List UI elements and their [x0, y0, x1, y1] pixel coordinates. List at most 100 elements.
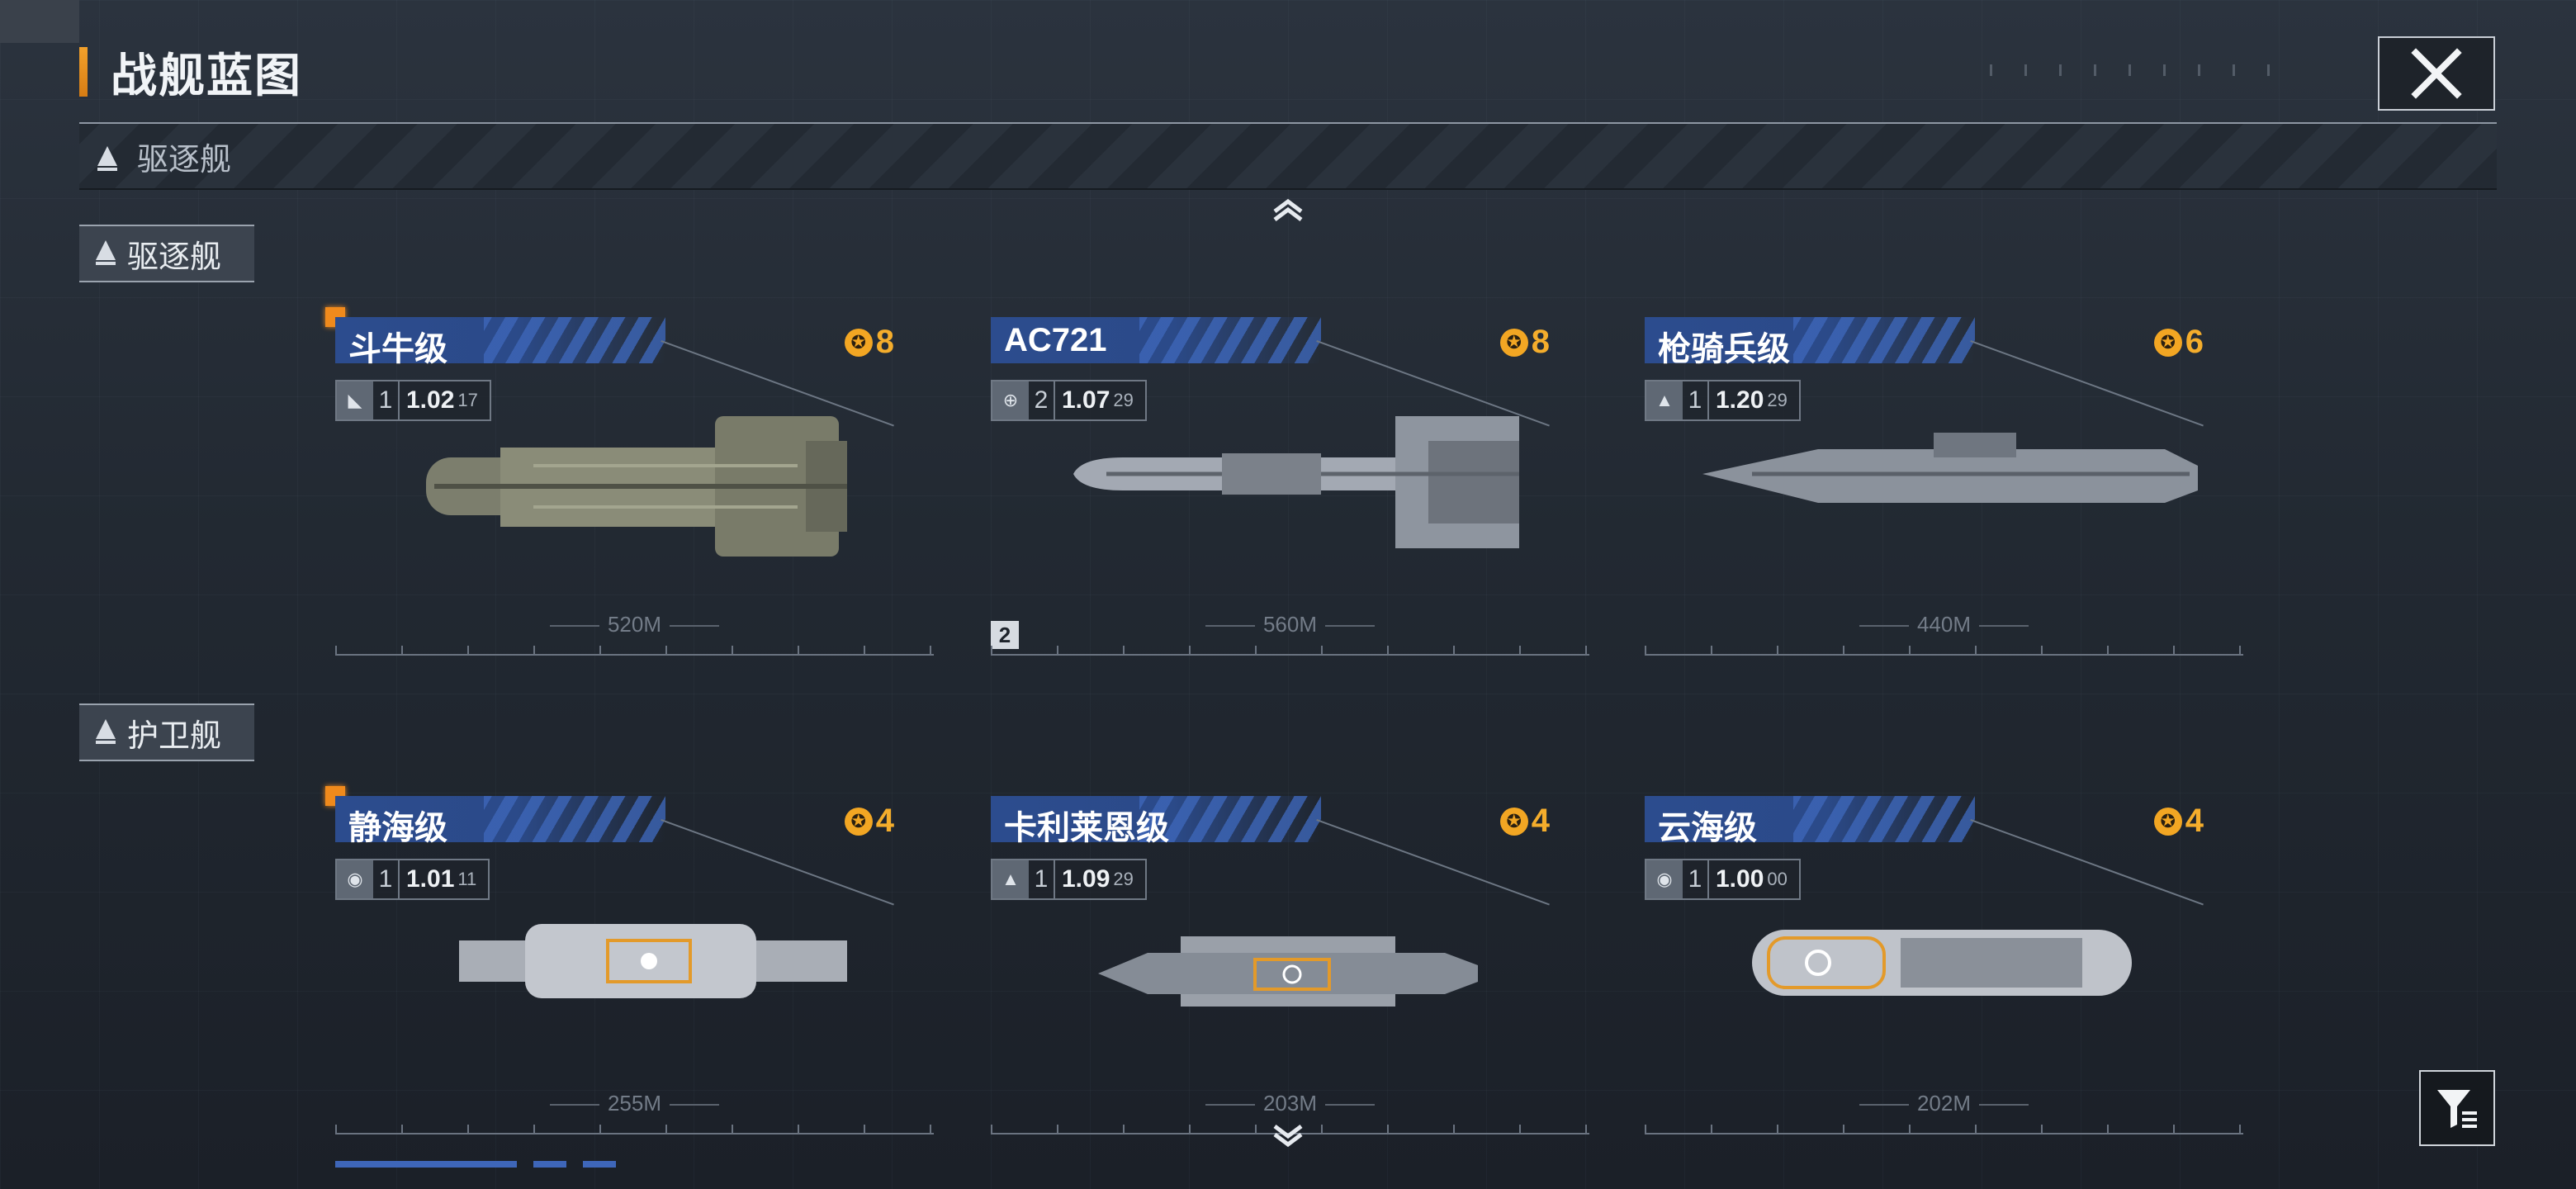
- ship-name: 云海级: [1658, 810, 1757, 846]
- ship-tier: 1: [373, 381, 400, 419]
- ship-name-bar: [1645, 317, 1975, 363]
- ship-tier: 2: [1029, 381, 1055, 419]
- version-main: 1.09: [1062, 865, 1110, 893]
- category-selector[interactable]: 驱逐舰: [79, 124, 2497, 190]
- rocket-icon: ▲: [1646, 381, 1683, 419]
- ship-image: [1702, 433, 2198, 503]
- scale-line: [1645, 636, 2243, 656]
- page-title: 战舰蓝图: [111, 49, 302, 102]
- version-main: 1.20: [1716, 386, 1764, 414]
- ship-cost: ✪ 8: [844, 324, 894, 361]
- version-sub: 29: [1113, 869, 1134, 889]
- cost-value: 6: [2185, 324, 2204, 360]
- cost-value: 4: [1531, 803, 1550, 839]
- section-header-destroyer: 驱逐舰: [79, 225, 254, 282]
- ship-length: 440M: [1645, 612, 2243, 637]
- frigate-class-icon: ◉: [1646, 860, 1683, 898]
- chevron-up-icon[interactable]: [1271, 197, 1305, 221]
- ship-cost: ✪ 8: [1499, 324, 1550, 361]
- ship-tier: 1: [1683, 381, 1709, 419]
- ship-cost: ✪ 6: [2153, 324, 2204, 361]
- ship-class-icon: [96, 719, 116, 744]
- ship-name-bar: [991, 796, 1321, 842]
- close-button[interactable]: [2378, 36, 2495, 111]
- ship-name-bar: [335, 796, 665, 842]
- ship-name-bar: [335, 317, 665, 363]
- section-header-frigate: 护卫舰: [79, 703, 254, 761]
- ship-name: AC721: [1004, 322, 1107, 358]
- cost-emblem-icon: ✪: [1499, 807, 1528, 836]
- ship-name: 卡利莱恩级: [1004, 810, 1169, 846]
- ship-tier: 1: [1683, 860, 1709, 898]
- close-icon: [2411, 48, 2462, 99]
- filter-icon: [2437, 1090, 2477, 1128]
- version-main: 1.02: [406, 386, 455, 414]
- version-main: 1.07: [1062, 386, 1110, 414]
- version-sub: 00: [1767, 869, 1788, 889]
- ship-cost: ✪ 4: [2153, 803, 2204, 840]
- cost-emblem-icon: ✪: [844, 807, 873, 836]
- ship-tier: 1: [373, 860, 400, 898]
- ship-image: [1752, 930, 2132, 996]
- ship-name: 静海级: [348, 810, 447, 846]
- ship-class-icon: [97, 146, 117, 171]
- version-main: 1.00: [1716, 865, 1764, 893]
- ship-length: 560M: [991, 612, 1589, 637]
- ship-length: 202M: [1645, 1091, 2243, 1116]
- version-sub: 29: [1113, 390, 1134, 410]
- ship-name-bar: [991, 317, 1321, 363]
- version-sub: 29: [1767, 390, 1788, 410]
- ship-image: [426, 416, 847, 557]
- version-main: 1.01: [406, 865, 455, 893]
- ship-cost: ✪ 4: [844, 803, 894, 840]
- scale-line: [1645, 1115, 2243, 1135]
- cost-value: 4: [2185, 803, 2204, 839]
- cost-value: 8: [875, 324, 894, 360]
- cost-emblem-icon: ✪: [844, 328, 873, 357]
- section-label: 驱逐舰: [127, 239, 222, 275]
- ship-name: 枪骑兵级: [1658, 331, 1790, 367]
- ship-length: 520M: [335, 612, 934, 637]
- version-sub: 17: [457, 390, 478, 410]
- globe-icon: ⊕: [992, 381, 1029, 419]
- corner-decoration: [0, 0, 79, 43]
- ship-tier: 1: [1029, 860, 1055, 898]
- header-tick-decoration: [1990, 64, 2271, 76]
- rocket-icon: ▲: [992, 860, 1029, 898]
- ship-length: 255M: [335, 1091, 934, 1116]
- ship-name-bar: [1645, 796, 1975, 842]
- ship-cost: ✪ 4: [1499, 803, 1550, 840]
- scale-line: [991, 636, 1589, 656]
- ship-length: 203M: [991, 1091, 1589, 1116]
- cost-value: 8: [1531, 324, 1550, 360]
- ship-image: [459, 924, 847, 998]
- title-accent: [79, 47, 88, 97]
- frigate-class-icon: ◉: [337, 860, 373, 898]
- version-sub: 11: [457, 869, 477, 889]
- category-divider: [79, 122, 2497, 124]
- filter-button[interactable]: [2419, 1070, 2495, 1146]
- cost-emblem-icon: ✪: [2153, 807, 2182, 836]
- cost-emblem-icon: ✪: [1499, 328, 1528, 357]
- destroyer-class-icon: ◣: [337, 381, 373, 419]
- chevron-down-icon[interactable]: [1271, 1123, 1305, 1148]
- cost-value: 4: [875, 803, 894, 839]
- category-label: 驱逐舰: [137, 142, 232, 178]
